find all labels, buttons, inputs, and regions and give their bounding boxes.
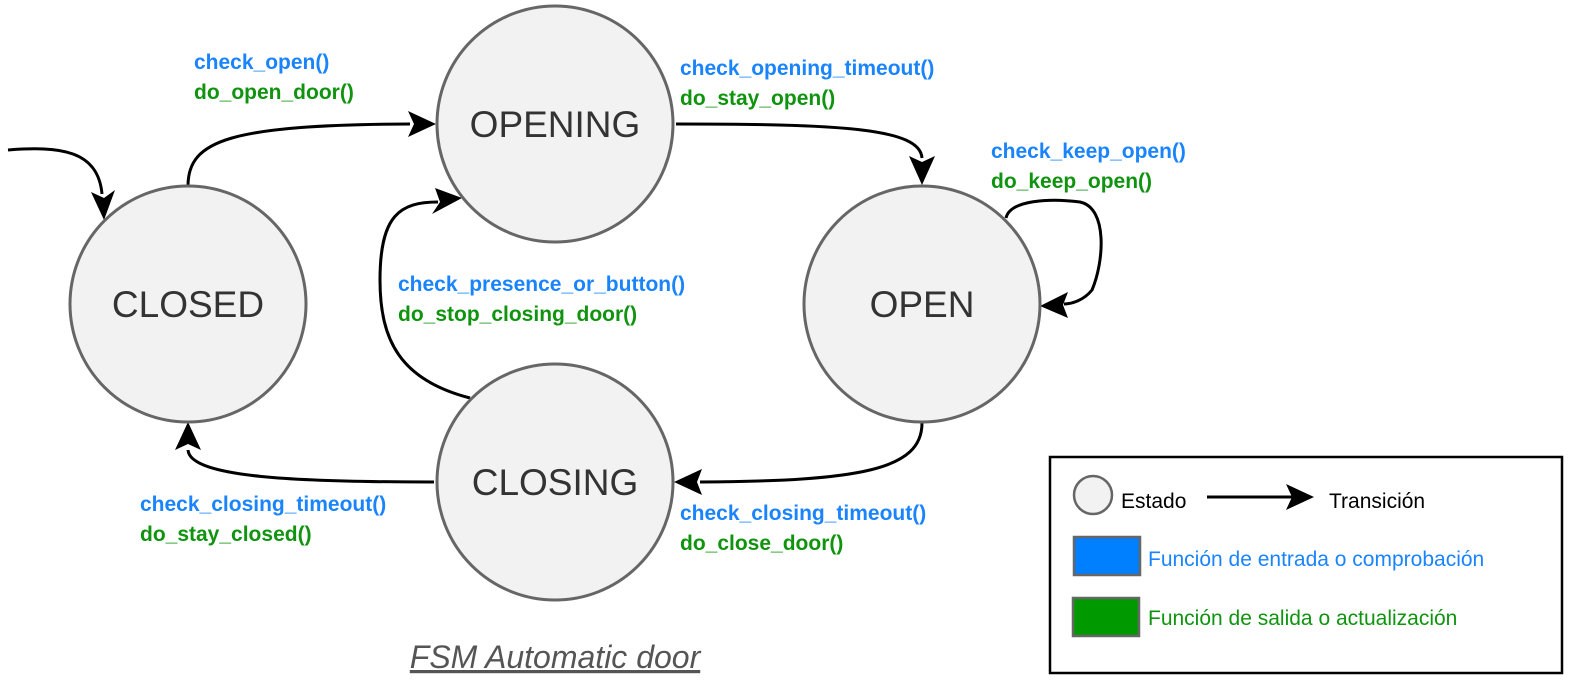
legend-state-icon bbox=[1072, 474, 1114, 516]
open-self-loop-check-label: check_keep_open() bbox=[991, 140, 1186, 163]
edge-closing-to-closed bbox=[186, 449, 435, 484]
open-to-closing-action-label: do_close_door() bbox=[680, 532, 843, 555]
state-closing-label: CLOSING bbox=[472, 462, 639, 503]
initial-transition-arrow bbox=[7, 147, 104, 195]
edge-closing-to-closed-arrowhead bbox=[175, 422, 201, 450]
closed-to-opening-action-label: do_open_door() bbox=[194, 81, 354, 104]
closing-to-opening-check-label: check_presence_or_button() bbox=[398, 273, 685, 296]
edge-open-self-loop-arrowhead bbox=[1040, 292, 1068, 318]
state-open-label: OPEN bbox=[870, 284, 975, 325]
edge-open-to-closing-arrowhead bbox=[674, 469, 702, 495]
edge-opening-to-open bbox=[675, 122, 924, 159]
edge-open-self-loop bbox=[1004, 198, 1103, 306]
initial-transition-arrowhead bbox=[91, 190, 115, 220]
state-closing: CLOSING bbox=[435, 362, 675, 602]
legend-output-function-label: Función de salida o actualización bbox=[1148, 607, 1457, 630]
opening-to-open-check-label: check_opening_timeout() bbox=[680, 57, 934, 80]
legend: Estado Transición Función de entrada o c… bbox=[1048, 455, 1564, 675]
closing-to-closed-action-label: do_stay_closed() bbox=[140, 523, 312, 546]
edge-closing-to-opening-arrowhead bbox=[432, 188, 462, 214]
edge-closing-to-opening bbox=[378, 200, 471, 400]
legend-input-function-swatch bbox=[1072, 535, 1142, 577]
diagram-caption: FSM Automatic door bbox=[410, 639, 702, 675]
edge-open-to-closing bbox=[699, 422, 924, 484]
open-to-closing-check-label: check_closing_timeout() bbox=[680, 502, 926, 525]
edge-closed-to-opening bbox=[186, 122, 411, 187]
state-closed-circle bbox=[68, 184, 308, 424]
edge-opening-to-open-arrowhead bbox=[909, 156, 935, 185]
edge-closed-to-opening-arrowhead bbox=[408, 111, 436, 137]
open-self-loop-action-label: do_keep_open() bbox=[991, 170, 1152, 193]
state-closed-label: CLOSED bbox=[112, 284, 264, 325]
state-open: OPEN bbox=[802, 184, 1042, 424]
state-closed: CLOSED bbox=[68, 184, 308, 424]
opening-to-open-action-label: do_stay_open() bbox=[680, 87, 835, 110]
state-closing-circle bbox=[435, 362, 675, 602]
legend-state-label: Estado bbox=[1121, 490, 1186, 513]
state-opening-circle bbox=[435, 4, 675, 244]
state-opening-label: OPENING bbox=[470, 104, 641, 145]
closing-to-closed-check-label: check_closing_timeout() bbox=[140, 493, 386, 516]
state-open-circle bbox=[802, 184, 1042, 424]
legend-transition-label: Transición bbox=[1329, 490, 1425, 513]
legend-output-function-swatch bbox=[1071, 596, 1141, 638]
legend-transition-arrowhead-icon bbox=[1286, 484, 1314, 510]
closing-to-opening-action-label: do_stop_closing_door() bbox=[398, 303, 637, 326]
legend-input-function-label: Función de entrada o comprobación bbox=[1148, 548, 1484, 571]
state-opening: OPENING bbox=[435, 4, 675, 244]
closed-to-opening-check-label: check_open() bbox=[194, 51, 329, 74]
